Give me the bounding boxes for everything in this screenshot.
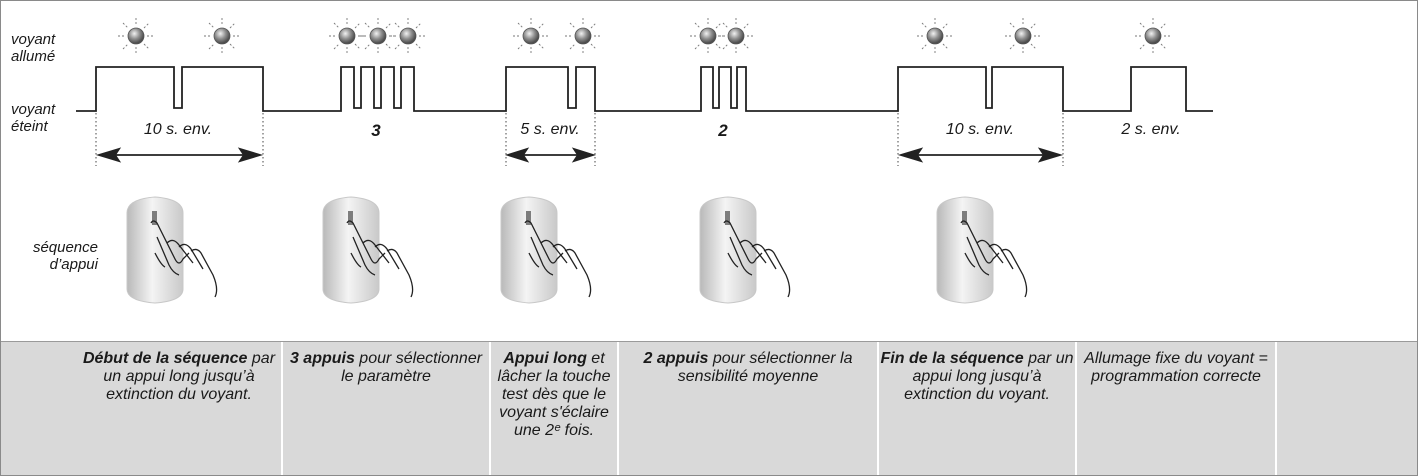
description-step-4: 2 appuis pour sélectionner la sensibilit… <box>617 342 877 475</box>
description-step-2: 3 appuis pour sélectionner le paramètre <box>281 342 489 475</box>
hand-press-detector-icon <box>500 196 592 304</box>
description-step-3: Appui long et lâcher la touche test dès … <box>489 342 617 475</box>
duration-label: 10 s. env. <box>945 121 1015 138</box>
timing-diagram <box>76 17 1213 166</box>
led-glow-icon <box>1004 17 1042 55</box>
hand-press-detector-icon <box>322 196 414 304</box>
led-glow-icon <box>564 17 602 55</box>
description-text: par un appui long jusqu’à extinction du … <box>103 350 276 403</box>
description-text: pour sélectionner la sensibilité moyenne <box>677 350 853 385</box>
double-arrow-icon <box>95 147 264 163</box>
label-led-off: voyant éteint <box>11 101 56 135</box>
led-glow-icon <box>717 17 755 55</box>
double-arrow-icon <box>505 147 596 163</box>
duration-label: 3 <box>371 121 381 140</box>
hand-press-detector-icon <box>936 196 1028 304</box>
led-glow-icon <box>512 17 550 55</box>
description-band: Début de la séquence par un appui long j… <box>1 341 1417 475</box>
hand-press-detector-icon <box>699 196 791 304</box>
description-bold: 3 appuis <box>289 350 355 367</box>
led-glow-icon <box>203 17 241 55</box>
description-bold: Appui long <box>503 350 587 367</box>
description-step-5: Fin de la séquence par un appui long jus… <box>877 342 1075 475</box>
duration-label: 10 s. env. <box>143 121 213 138</box>
led-signal-waveform <box>76 66 1213 112</box>
label-led-on: voyant allumé <box>11 31 56 65</box>
duration-label: 2 <box>718 121 728 140</box>
led-glow-icon <box>1134 17 1172 55</box>
duration-label: 5 s. env. <box>520 121 580 138</box>
double-arrow-icon <box>897 147 1064 163</box>
led-glow-icon <box>689 17 727 55</box>
duration-markers <box>95 113 1064 166</box>
duration-label: 2 s. env. <box>1121 121 1181 138</box>
description-text: Allumage fixe du voyant = programmation … <box>1084 350 1268 385</box>
description-step-6: Allumage fixe du voyant = programmation … <box>1075 342 1275 475</box>
description-text: par un appui long jusqu’à extinction du … <box>904 350 1074 403</box>
led-glow-icon <box>328 17 366 55</box>
description-bold: Fin de la séquence <box>880 350 1024 367</box>
led-indicators <box>117 17 1172 55</box>
description-step-1: Début de la séquence par un appui long j… <box>79 342 279 475</box>
led-glow-icon <box>916 17 954 55</box>
description-text: pour sélectionner le paramètre <box>341 350 483 385</box>
description-bold: 2 appuis <box>643 350 709 367</box>
led-glow-icon <box>389 17 427 55</box>
description-text: et lâcher la touche test dès que le voya… <box>497 350 611 439</box>
description-bold: Début de la séquence <box>82 350 248 367</box>
hand-press-detector-icon <box>126 196 218 304</box>
label-press-sequence: séquence d’appui <box>32 239 98 273</box>
led-glow-icon <box>117 17 155 55</box>
description-empty-column <box>1275 342 1417 475</box>
